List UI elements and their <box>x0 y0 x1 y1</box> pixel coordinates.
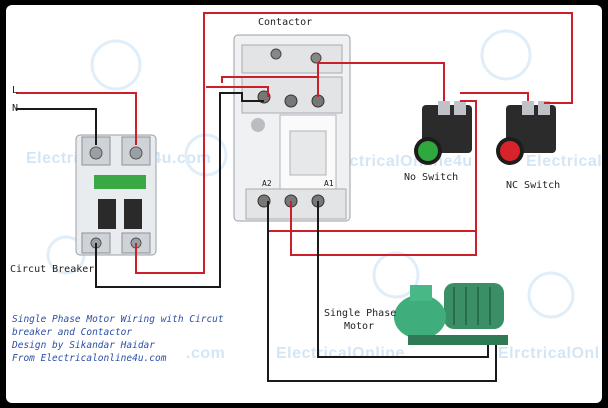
bulb-watermark-icons <box>46 29 575 319</box>
terminal-a1-label: A1 <box>324 179 334 188</box>
no-switch-label: No Switch <box>404 172 459 183</box>
breaker-label: Circut Breaker <box>10 264 95 275</box>
credits-line: Single Phase Motor Wiring with Circut <box>12 314 224 325</box>
terminal-a2-label: A2 <box>262 179 272 188</box>
contactor <box>233 34 351 222</box>
diagram-graphics <box>16 12 575 382</box>
credits-line: Design by Sikandar Haidar <box>12 340 155 351</box>
motor-label-line1: Single Phase <box>324 308 397 319</box>
credits-note: Single Phase Motor Wiring with Circut br… <box>12 313 224 365</box>
line-label: L <box>12 85 19 96</box>
watermark: .com <box>186 345 226 362</box>
neutral-wires <box>16 92 497 382</box>
no-switch <box>414 101 472 165</box>
watermark: ElectricalOnline <box>526 153 602 170</box>
motor <box>394 283 508 345</box>
credits-line: breaker and Contactor <box>12 327 133 338</box>
wiring-diagram: Electricalonline4u.com ElectricalOnline4… <box>6 5 602 403</box>
contactor-label: Contactor <box>258 17 313 28</box>
circuit-breaker <box>75 134 157 256</box>
nc-switch-label: NC Switch <box>506 180 561 191</box>
motor-label-line2: Motor <box>344 321 375 332</box>
credits-line: From Electricalonline4u.com <box>12 353 167 364</box>
neutral-label: N <box>12 103 19 114</box>
nc-switch <box>496 101 556 165</box>
watermark: ElrctricalOnl <box>498 345 600 362</box>
